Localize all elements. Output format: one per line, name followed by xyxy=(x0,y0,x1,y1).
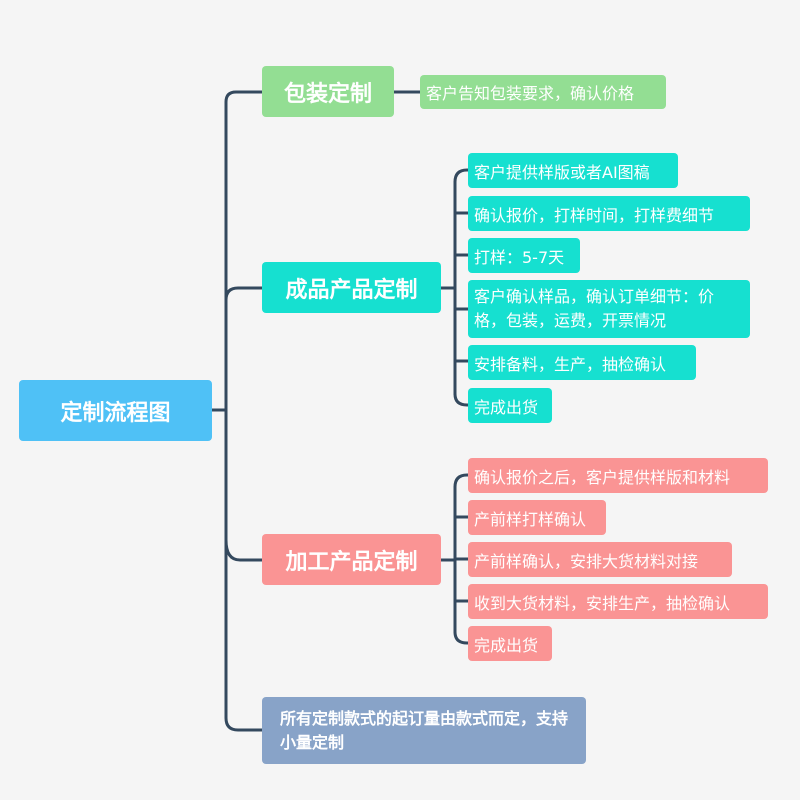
branch-processing[interactable]: 加工产品定制 xyxy=(262,534,441,585)
processing-step-2[interactable]: 产前样打样确认 xyxy=(468,500,606,535)
leaf-label: 产前样确认，安排大货材料对接 xyxy=(474,551,699,571)
leaf-label: 完成出货 xyxy=(474,397,539,417)
note-label: 所有定制款式的起订量由款式而定，支持小量定制 xyxy=(280,708,569,752)
processing-step-4[interactable]: 收到大货材料，安排生产，抽检确认 xyxy=(468,584,768,619)
branch-finished-product[interactable]: 成品产品定制 xyxy=(262,262,441,313)
processing-step-3[interactable]: 产前样确认，安排大货材料对接 xyxy=(468,542,732,577)
branch-packaging[interactable]: 包装定制 xyxy=(262,66,394,117)
root-node[interactable]: 定制流程图 xyxy=(19,380,212,441)
processing-step-5[interactable]: 完成出货 xyxy=(468,626,552,661)
branch-finished-label: 成品产品定制 xyxy=(285,277,418,303)
root-label: 定制流程图 xyxy=(60,400,171,426)
finished-step-6[interactable]: 完成出货 xyxy=(468,388,552,423)
finished-step-2[interactable]: 确认报价，打样时间，打样费细节 xyxy=(468,196,750,231)
finished-step-3[interactable]: 打样：5-7天 xyxy=(468,238,580,273)
leaf-label: 客户确认样品，确认订单细节：价格，包装，运费，开票情况 xyxy=(474,287,715,330)
leaf-label: 确认报价之后，客户提供样版和材料 xyxy=(474,467,731,487)
finished-step-1[interactable]: 客户提供样版或者AI图稿 xyxy=(468,153,678,188)
leaf-label: 客户提供样版或者AI图稿 xyxy=(474,162,650,182)
note-box[interactable]: 所有定制款式的起订量由款式而定，支持小量定制 xyxy=(262,697,586,764)
finished-step-5[interactable]: 安排备料，生产，抽检确认 xyxy=(468,345,696,380)
processing-step-1[interactable]: 确认报价之后，客户提供样版和材料 xyxy=(468,458,768,493)
leaf-label: 打样：5-7天 xyxy=(474,247,565,267)
finished-step-4[interactable]: 客户确认样品，确认订单细节：价格，包装，运费，开票情况 xyxy=(468,280,750,338)
leaf-label: 确认报价，打样时间，打样费细节 xyxy=(474,205,715,225)
branch-processing-label: 加工产品定制 xyxy=(285,549,418,575)
leaf-label: 收到大货材料，安排生产，抽检确认 xyxy=(474,593,731,613)
branch-packaging-label: 包装定制 xyxy=(283,81,372,107)
packaging-step-1[interactable]: 客户告知包装要求，确认价格 xyxy=(420,75,666,109)
leaf-label: 客户告知包装要求，确认价格 xyxy=(426,84,635,103)
leaf-label: 产前样打样确认 xyxy=(474,509,587,529)
leaf-label: 完成出货 xyxy=(474,635,539,655)
leaf-label: 安排备料，生产，抽检确认 xyxy=(474,354,667,374)
